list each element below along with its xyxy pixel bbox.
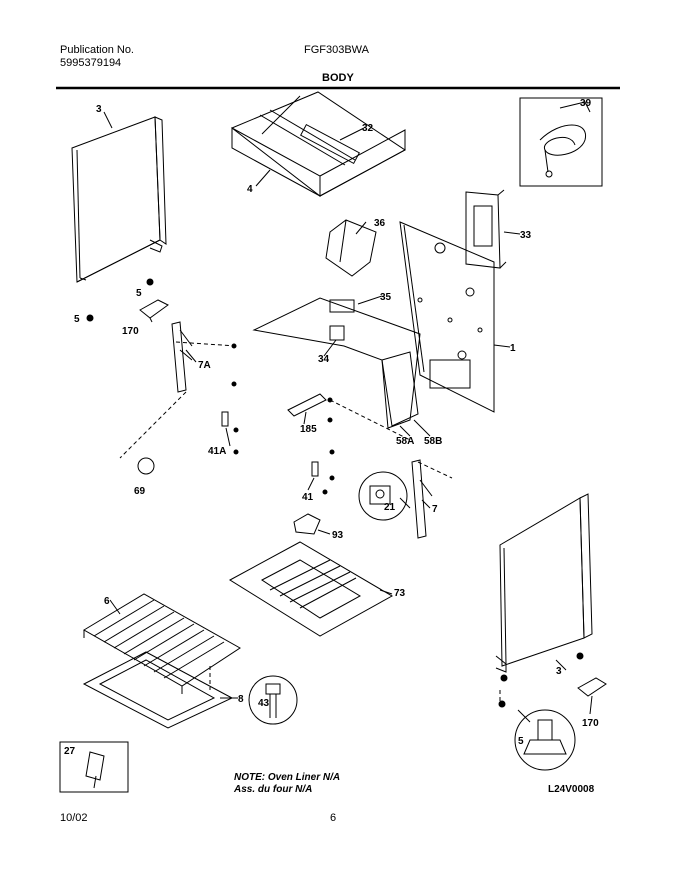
- label-part-34: 34: [318, 354, 330, 365]
- power-cord-box: [519, 97, 603, 187]
- page-number: 6: [330, 812, 337, 824]
- note-line-1: NOTE: Oven Liner N/A: [234, 772, 341, 783]
- label-part-32: 32: [362, 123, 374, 134]
- publication-number: 5995379194: [60, 57, 122, 69]
- top-frame: [231, 91, 406, 197]
- label-part-36: 36: [374, 218, 386, 229]
- part-93: [293, 513, 321, 535]
- label-part-27: 27: [64, 746, 76, 757]
- label-part-41: 41: [302, 492, 314, 503]
- label-part-69: 69: [134, 486, 146, 497]
- bracket-7: [411, 459, 433, 539]
- label-part-39: 39: [580, 98, 592, 109]
- label-part-5-circle: 5: [518, 736, 524, 747]
- hinge-170-right: [577, 677, 607, 697]
- clip-41: [311, 461, 319, 477]
- label-part-58a: 58A: [396, 436, 414, 447]
- label-part-93: 93: [332, 530, 344, 541]
- side-panel-right: [495, 493, 593, 673]
- plug-69: [137, 457, 155, 475]
- side-panel-left: [71, 116, 167, 283]
- bracket-36: [325, 219, 377, 277]
- section-title: BODY: [322, 72, 354, 84]
- label-part-3-left: 3: [96, 104, 102, 115]
- manifold-bracket: [252, 297, 421, 429]
- label-part-7: 7: [432, 504, 438, 515]
- detail-21: [358, 471, 408, 521]
- strip-185: [287, 393, 327, 417]
- oven-bottom: [229, 541, 394, 637]
- label-part-5-left: 5: [74, 314, 80, 325]
- label-part-73: 73: [394, 588, 406, 599]
- guide-lines: [119, 341, 501, 704]
- detail-43: [248, 675, 298, 725]
- label-part-1: 1: [510, 343, 516, 354]
- label-part-8: 8: [238, 694, 244, 705]
- label-part-4: 4: [247, 184, 253, 195]
- leader-lines: [103, 111, 593, 723]
- label-part-33: 33: [520, 230, 532, 241]
- panel-33: [465, 189, 507, 269]
- back-panel: [399, 221, 495, 413]
- label-part-21: 21: [384, 502, 396, 513]
- label-part-3-right: 3: [556, 666, 562, 677]
- publication-label: Publication No.: [60, 44, 134, 56]
- hinge-170-left: [139, 299, 169, 323]
- label-part-5-upper: 5: [136, 288, 142, 299]
- label-part-35: 35: [380, 292, 392, 303]
- footer-date: 10/02: [60, 812, 88, 824]
- label-part-6: 6: [104, 596, 110, 607]
- label-part-185: 185: [300, 424, 317, 435]
- clip-41a: [221, 411, 229, 427]
- box-27: [59, 741, 129, 793]
- label-part-41a: 41A: [208, 446, 226, 457]
- label-part-7a: 7A: [198, 360, 211, 371]
- drawing-code: L24V0008: [548, 784, 595, 795]
- oven-rack: [83, 593, 241, 694]
- label-part-58b: 58B: [424, 436, 442, 447]
- note-line-2: Ass. du four N/A: [234, 784, 313, 795]
- screws: [86, 278, 584, 708]
- label-part-170-right: 170: [582, 718, 599, 729]
- bracket-7a: [171, 321, 193, 393]
- model-number: FGF303BWA: [304, 44, 369, 56]
- detail-5: [514, 709, 576, 771]
- label-part-170-left: 170: [122, 326, 139, 337]
- label-part-43: 43: [258, 698, 270, 709]
